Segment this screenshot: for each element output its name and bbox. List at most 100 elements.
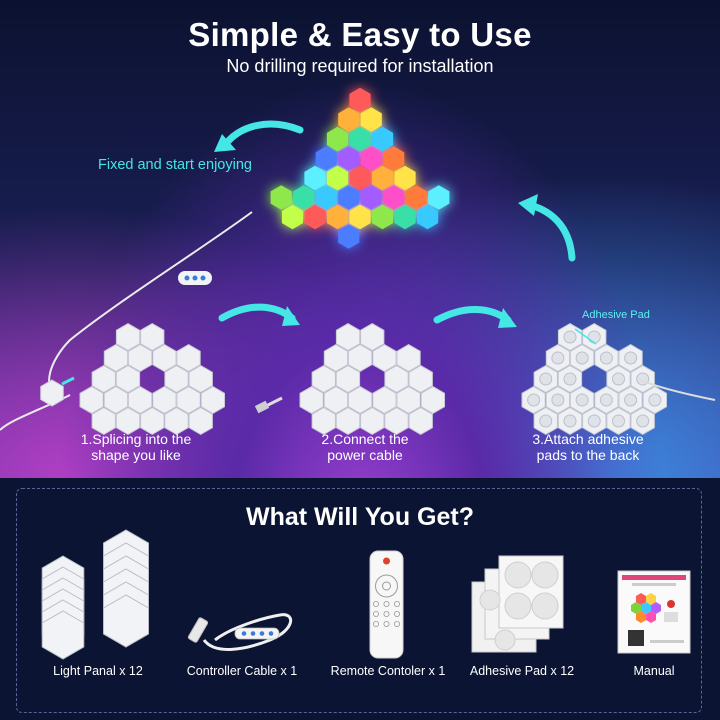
adhesive-dot — [587, 330, 601, 344]
white-hex-panel — [396, 386, 421, 414]
white-hex-panel — [140, 323, 165, 351]
adhesive-dot — [563, 414, 577, 428]
step-2-line1: 2.Connect the — [321, 431, 409, 447]
step-1-line1: 1.Splicing into the — [80, 431, 192, 447]
white-hex-panel — [360, 323, 385, 351]
white-hex-panel — [384, 407, 409, 435]
rgb-hex-panel — [338, 224, 360, 249]
white-hex-panel — [348, 386, 373, 414]
adhesive-dot — [599, 351, 613, 365]
white-hex-panel — [335, 407, 361, 435]
white-hex-panel — [323, 386, 348, 414]
white-hex-panel — [91, 407, 116, 435]
page-subtitle: No drilling required for installation — [226, 56, 494, 76]
page-title: Simple & Easy to Use — [188, 16, 532, 53]
arrow-icon-step2-3 — [433, 306, 512, 324]
rgb-hex-panel — [315, 185, 337, 210]
rgb-hex-panel — [338, 107, 360, 132]
rgb-hex-panel — [394, 165, 416, 191]
arrow-icon-top-left — [221, 120, 304, 149]
package-contents-frame — [16, 488, 702, 713]
rgb-hex-panel — [372, 204, 394, 230]
rgb-hex-panel — [360, 146, 382, 171]
white-hex-panel — [299, 386, 324, 414]
white-hex-panel — [164, 407, 189, 435]
item-label-manual: Manual — [633, 664, 675, 678]
white-hex-panel — [420, 386, 445, 414]
rgb-hex-panel — [349, 204, 371, 230]
white-hex-panel — [311, 365, 336, 393]
white-hex-panel — [360, 407, 385, 435]
rgb-hex-panel — [417, 204, 439, 230]
adhesive-dot — [624, 351, 638, 365]
adhesive-dot — [611, 414, 625, 428]
rgb-hex-panel — [372, 165, 394, 191]
white-hex-panel — [323, 344, 348, 372]
rgb-hex-panel — [338, 185, 360, 210]
white-hex-panel — [164, 365, 189, 393]
white-hex-panel — [372, 344, 397, 372]
step-2-caption: 2.Connect the power cable — [265, 431, 465, 463]
adhesive-dot — [539, 372, 553, 386]
package-title: What Will You Get? — [245, 503, 474, 531]
adhesive-dot — [611, 372, 625, 386]
item-label-controller-cable: Controller Cable x 1 — [186, 664, 298, 678]
white-hex-panel — [115, 323, 141, 351]
white-hex-panel — [128, 386, 153, 414]
white-hex-panels-step1 — [40, 323, 225, 435]
step-1-caption: 1.Splicing into the shape you like — [36, 431, 236, 463]
rgb-hex-panel — [372, 126, 394, 152]
white-hex-panel — [152, 344, 177, 372]
adhesive-dot — [599, 393, 613, 407]
white-hex-panel — [408, 407, 433, 435]
arrow-icon-right-up — [526, 201, 576, 262]
rgb-hex-panel — [304, 204, 326, 230]
step-3-line2: pads to the back — [536, 447, 640, 463]
white-hex-panel — [200, 386, 225, 414]
rgb-hex-panel — [349, 126, 371, 152]
rgb-hex-panel — [326, 126, 348, 152]
arrow-icon-step1-2 — [218, 303, 296, 322]
adhesive-dot — [539, 414, 553, 428]
white-hex-panel — [103, 386, 128, 414]
adhesive-dot — [575, 393, 589, 407]
white-hex-panel — [115, 407, 141, 435]
white-hex-panel — [103, 344, 128, 372]
white-hex-panels-step3 — [521, 323, 667, 435]
white-hex-panel — [140, 407, 165, 435]
rgb-hex-panel — [360, 107, 382, 132]
usb-cable-icon — [187, 613, 292, 651]
white-hex-panel — [79, 386, 104, 414]
rgb-hex-panel — [281, 204, 303, 230]
rgb-hex-panel — [349, 165, 371, 191]
adhesive-dot — [636, 414, 650, 428]
white-hex-panel — [396, 344, 421, 372]
white-hex-panel — [348, 344, 373, 372]
rgb-hex-panel — [428, 185, 450, 210]
white-hex-panels-step2 — [299, 323, 445, 435]
manual-booklet-icon — [617, 570, 691, 654]
rgb-hex-panel — [326, 204, 348, 230]
rgb-hex-panel — [304, 165, 326, 191]
rgb-hex-panel — [315, 146, 337, 171]
item-label-adhesive-pad: Adhesive Pad x 12 — [469, 664, 575, 678]
rgb-hex-panel — [349, 87, 371, 113]
white-hex-panel — [372, 386, 397, 414]
connector-arrow-icon — [61, 376, 75, 386]
rgb-hex-panel — [293, 185, 315, 210]
stacked-hex-panel — [41, 610, 85, 660]
rgb-hex-panel — [383, 146, 405, 171]
white-hex-panel — [115, 365, 141, 393]
loose-hex-panel — [40, 379, 64, 407]
white-hex-panel — [152, 386, 177, 414]
adhesive-sheets-icon — [471, 555, 564, 653]
hex-panel-stack-icon — [41, 529, 149, 660]
stacked-hex-panel — [103, 594, 149, 648]
rgb-hex-light-cluster — [270, 87, 450, 249]
rgb-hex-panel — [338, 146, 360, 171]
white-hex-panel — [176, 386, 201, 414]
adhesive-dot — [575, 351, 589, 365]
white-hex-panel — [408, 365, 433, 393]
adhesive-dot — [563, 330, 577, 344]
white-hex-panel — [176, 344, 201, 372]
